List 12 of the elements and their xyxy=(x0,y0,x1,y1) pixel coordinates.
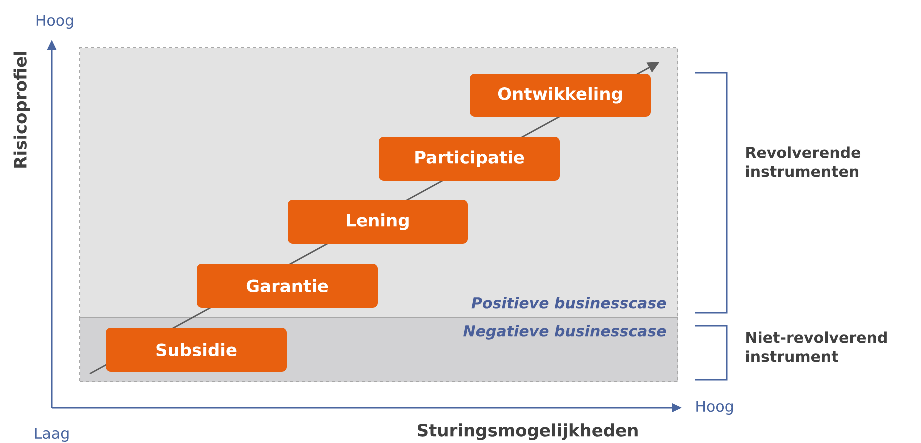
group-label: Revolverende instrumenten xyxy=(746,146,861,178)
instrument-box: Lening xyxy=(288,200,468,244)
instrument-box: Garantie xyxy=(197,264,378,308)
group-label: Niet-revolverend instrument xyxy=(746,332,887,362)
axis-title: Risicoprofiel xyxy=(14,52,30,168)
instrument-box: Ontwikkeling xyxy=(470,74,651,117)
axis-label: Hoog xyxy=(36,14,74,30)
axis-label: Hoog xyxy=(696,400,733,416)
axis-label: Laag xyxy=(35,428,69,442)
instrument-box: Subsidie xyxy=(106,328,287,372)
axis-title: Sturingsmogelijkheden xyxy=(418,424,638,440)
instrument-box: Participatie xyxy=(379,137,560,181)
